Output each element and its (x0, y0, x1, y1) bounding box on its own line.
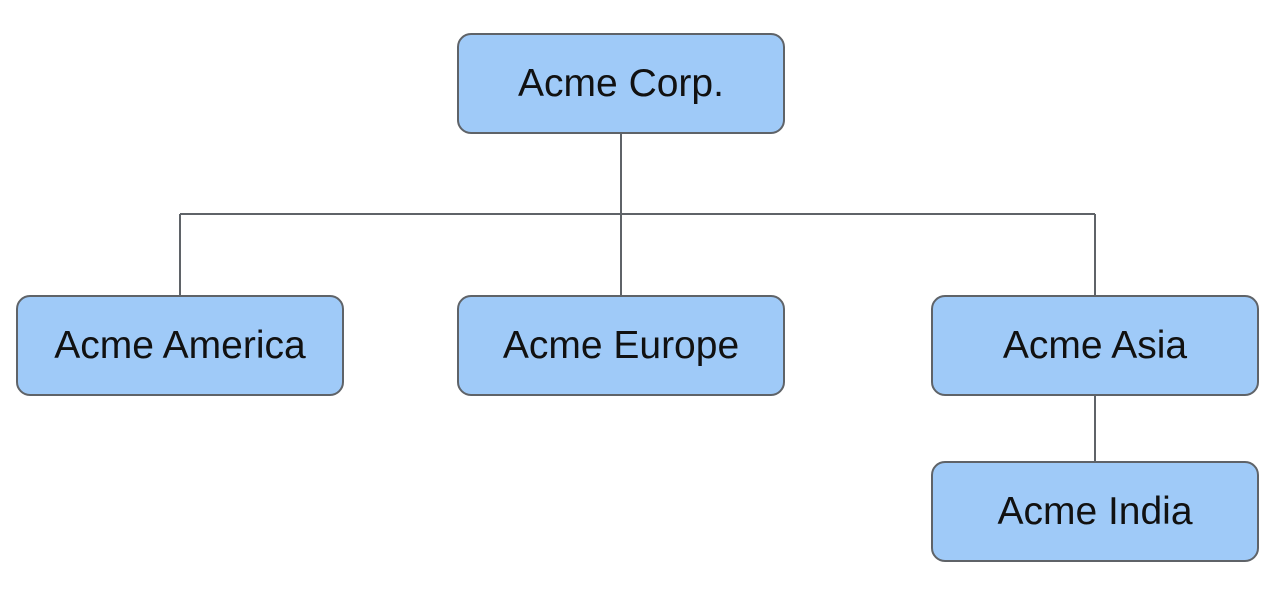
node-acme-america: Acme America (16, 295, 344, 396)
node-label: Acme Asia (1002, 324, 1188, 367)
node-label: Acme India (997, 490, 1193, 533)
node-acme-europe: Acme Europe (457, 295, 785, 396)
node-label: Acme America (54, 324, 306, 367)
node-acme-asia: Acme Asia (931, 295, 1259, 396)
node-acme-corp: Acme Corp. (457, 33, 785, 134)
node-label: Acme Corp. (518, 62, 724, 105)
node-label: Acme Europe (502, 324, 740, 367)
node-acme-india: Acme India (931, 461, 1259, 562)
